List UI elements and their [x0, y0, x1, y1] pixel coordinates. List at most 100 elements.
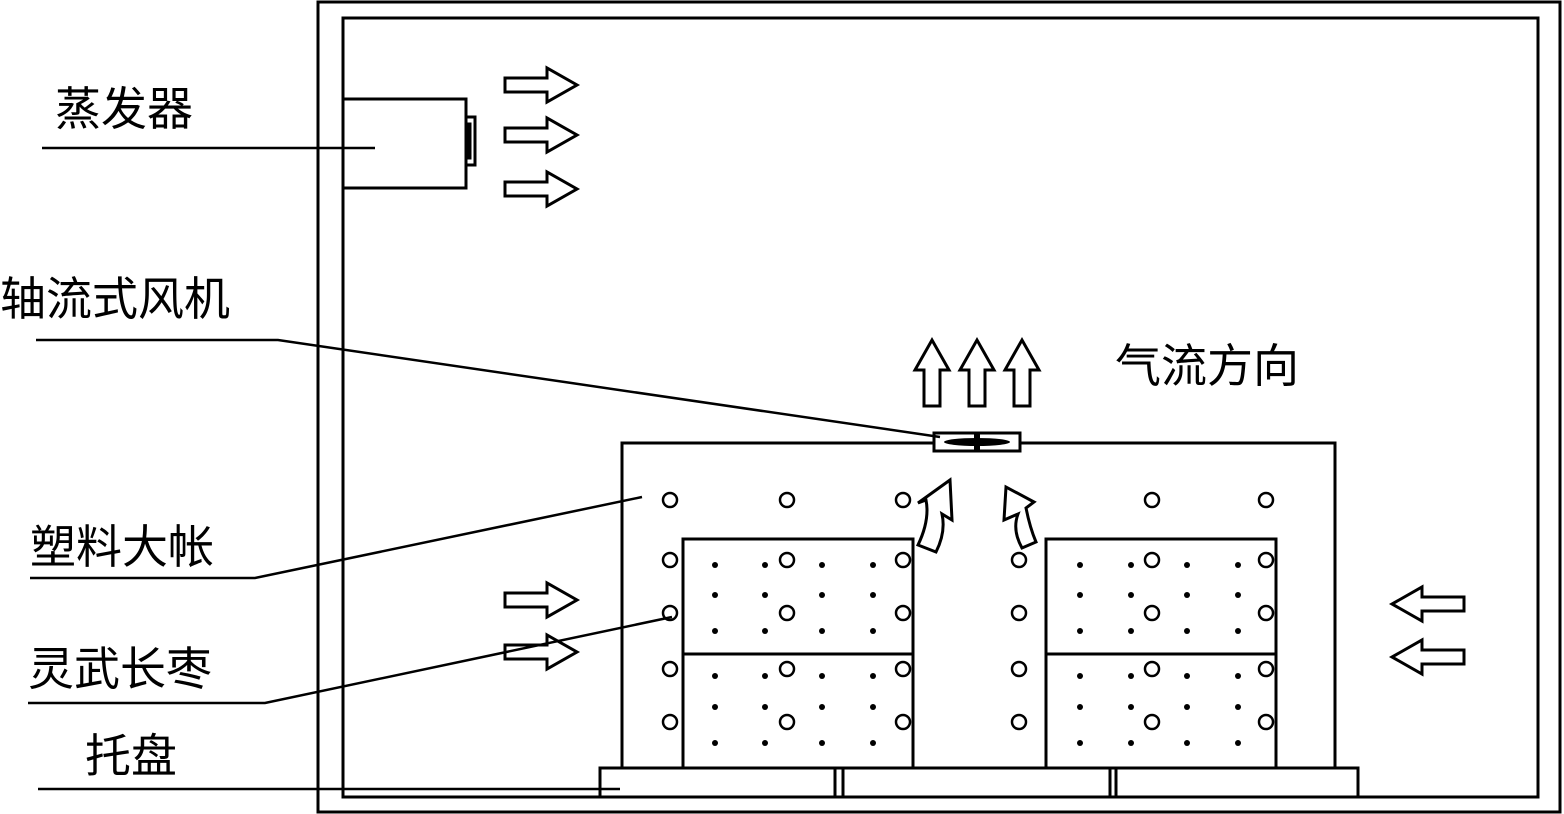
arrow-left-icon [1388, 584, 1466, 624]
jujube-box-right [1044, 537, 1278, 770]
vent-hole [778, 604, 796, 622]
jujube-dot [1128, 673, 1134, 679]
jujube-dot [870, 628, 876, 634]
jujube-dot [712, 740, 718, 746]
vent-hole [778, 660, 796, 678]
jujube-dot [1128, 704, 1134, 710]
storage-outer-wall [316, 0, 1562, 814]
vent-hole [1143, 604, 1161, 622]
vent-hole [1010, 713, 1028, 731]
jujube-dot [712, 673, 718, 679]
airflow-arrows [503, 65, 1466, 677]
jujube-dot [1128, 740, 1134, 746]
jujube-dot [870, 740, 876, 746]
jujube-dot [1077, 673, 1083, 679]
jujube-dot [762, 704, 768, 710]
jujube-dot [870, 562, 876, 568]
vent-hole [778, 491, 796, 509]
jujube-dot [1184, 562, 1190, 568]
vent-hole [1010, 551, 1028, 569]
jujube-dot [1235, 628, 1241, 634]
axial-fan-icon [932, 431, 1022, 453]
jujube-dot [1235, 704, 1241, 710]
jujube-dot [1184, 740, 1190, 746]
jujube-dot [762, 740, 768, 746]
jujube-dot [870, 673, 876, 679]
vent-hole [1143, 660, 1161, 678]
jujube-dot [1128, 592, 1134, 598]
jujube-dot [1184, 673, 1190, 679]
vent-hole [1257, 713, 1275, 731]
jujube-dot [1128, 628, 1134, 634]
vent-hole [1143, 551, 1161, 569]
jujube-dot [1235, 592, 1241, 598]
jujube-box-left [681, 537, 915, 770]
jujube-dot [1077, 628, 1083, 634]
vent-hole [661, 660, 679, 678]
label-plastic-tent: 塑料大帐 [30, 520, 214, 574]
jujube-dot [1128, 562, 1134, 568]
arrow-right-icon [503, 115, 581, 155]
jujube-dots [712, 562, 1241, 746]
jujube-dot [819, 704, 825, 710]
vent-hole [894, 551, 912, 569]
jujube-dot [870, 592, 876, 598]
jujube-dot [762, 628, 768, 634]
jujube-dot [1077, 562, 1083, 568]
arrow-up-icon [957, 336, 997, 408]
jujube-dot [712, 562, 718, 568]
vent-hole [778, 713, 796, 731]
vent-holes [661, 491, 1275, 731]
jujube-dot [1235, 562, 1241, 568]
jujube-dot [762, 673, 768, 679]
curved-arrow-right [1002, 484, 1038, 550]
jujube-dot [1184, 592, 1190, 598]
vent-hole [1143, 713, 1161, 731]
vent-hole [1257, 604, 1275, 622]
jujube-dot [1077, 740, 1083, 746]
label-axial-fan: 轴流式风机 [0, 272, 230, 326]
pallet [598, 766, 1360, 799]
vent-hole [661, 713, 679, 731]
jujube-dot [819, 673, 825, 679]
vent-hole [1143, 491, 1161, 509]
jujube-dot [712, 704, 718, 710]
jujube-dot [819, 592, 825, 598]
jujube-dot [1184, 704, 1190, 710]
vent-hole [661, 604, 679, 622]
label-jujube: 灵武长枣 [28, 642, 212, 696]
arrow-left-icon [1388, 637, 1466, 677]
jujube-dot [1235, 740, 1241, 746]
vent-hole [1010, 660, 1028, 678]
jujube-dot [819, 740, 825, 746]
evaporator [343, 97, 477, 190]
curved-arrow-left [915, 477, 954, 554]
jujube-dot [1077, 704, 1083, 710]
jujube-dot [1077, 592, 1083, 598]
jujube-dot [819, 628, 825, 634]
vent-hole [894, 491, 912, 509]
label-pallet: 托盘 [85, 729, 177, 783]
jujube-dot [712, 628, 718, 634]
vent-hole [661, 491, 679, 509]
jujube-dot [1184, 628, 1190, 634]
label-evaporator: 蒸发器 [55, 82, 193, 136]
arrow-right-icon [503, 580, 581, 620]
vent-hole [778, 551, 796, 569]
jujube-dot [1235, 673, 1241, 679]
plastic-tent [620, 441, 1337, 768]
vent-hole [661, 551, 679, 569]
leader-lines [28, 146, 941, 791]
vent-hole [1257, 491, 1275, 509]
arrow-up-icon [912, 336, 952, 408]
vent-hole [1257, 551, 1275, 569]
jujube-dot [870, 704, 876, 710]
vent-hole [1257, 660, 1275, 678]
arrow-up-icon [1002, 336, 1042, 408]
jujube-dot [712, 592, 718, 598]
jujube-dot [762, 592, 768, 598]
vent-hole [894, 604, 912, 622]
vent-hole [894, 713, 912, 731]
arrow-right-icon [503, 169, 581, 209]
